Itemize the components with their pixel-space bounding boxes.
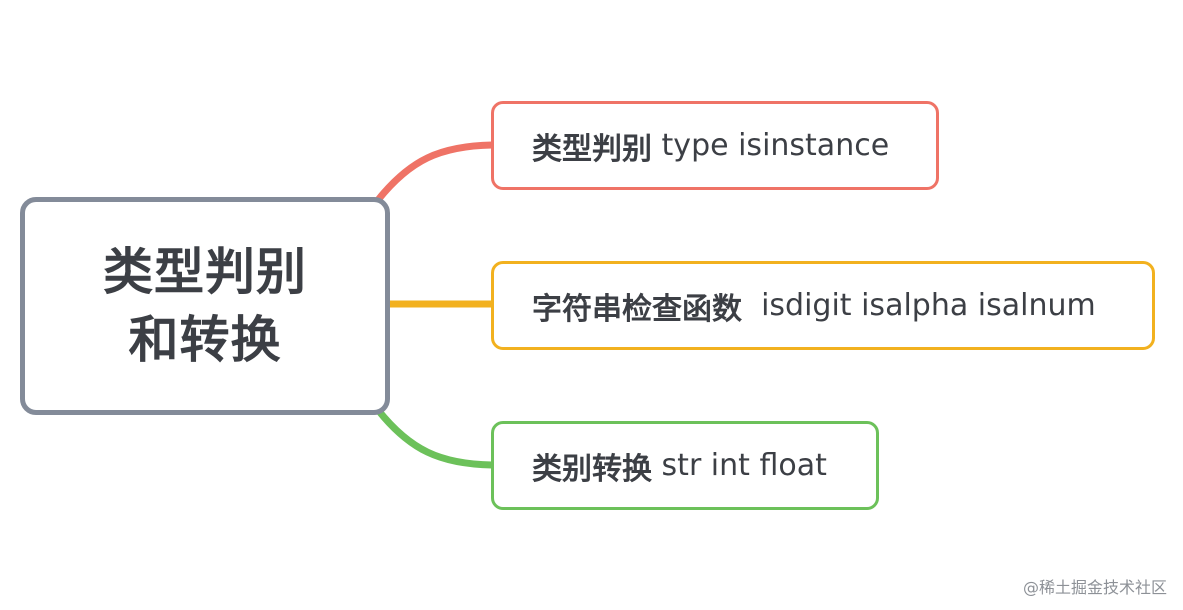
root-topic-line-1: 类型判别 [103, 243, 307, 301]
branch-node-string-check[interactable]: 字符串检查函数 isdigit isalpha isalnum [491, 261, 1155, 350]
branch-title: 类型判别 [532, 131, 652, 167]
connector-branch-1 [374, 141, 496, 204]
branch-detail: str int float [661, 448, 827, 483]
branch-node-type-check[interactable]: 类型判别 type isinstance [491, 101, 939, 190]
branch-node-type-conversion[interactable]: 类别转换 str int float [491, 421, 879, 510]
connector-branch-3 [374, 406, 496, 469]
branch-title: 类别转换 [532, 451, 652, 487]
watermark: @稀土掘金技术社区 [1022, 578, 1167, 597]
root-topic-line-2: 和转换 [128, 311, 282, 369]
root-topic-node[interactable]: 类型判别 和转换 [20, 197, 390, 415]
branch-title: 字符串检查函数 [532, 291, 742, 327]
branch-detail: type isinstance [661, 128, 890, 163]
branch-detail: isdigit isalpha isalnum [761, 288, 1096, 323]
